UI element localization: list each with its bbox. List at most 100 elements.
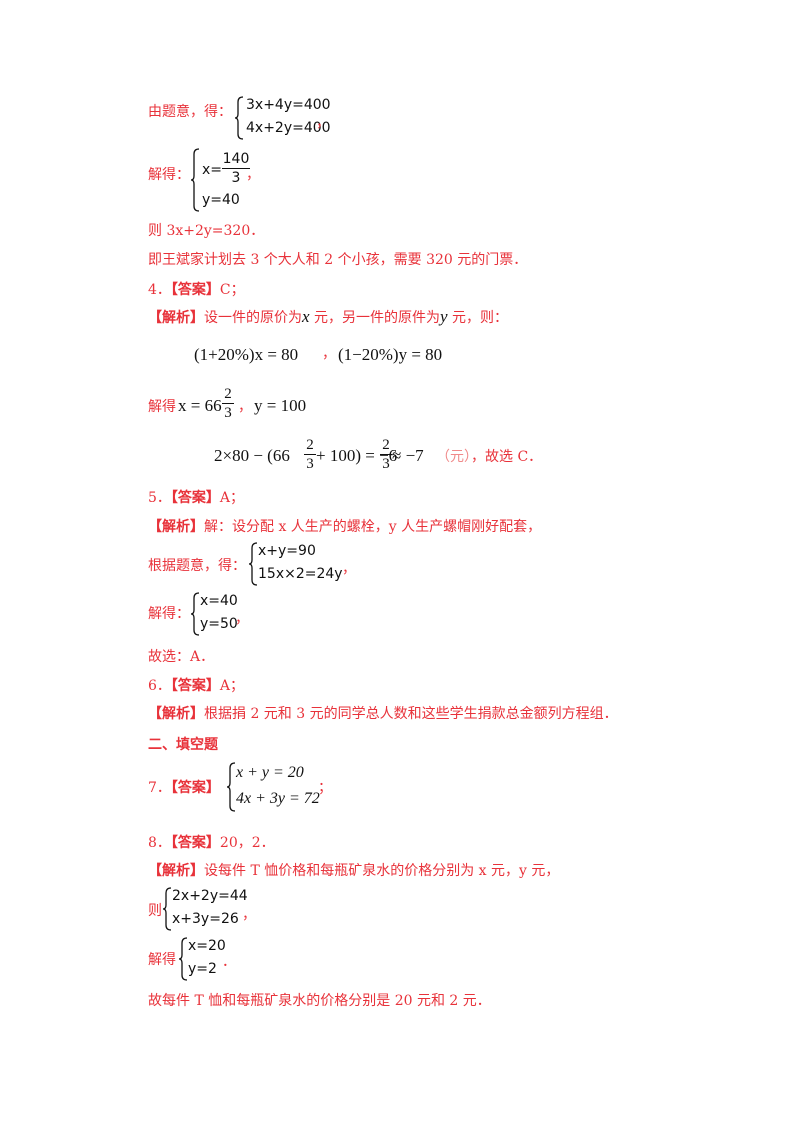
equation-text: 4x + 3y = 72 (236, 790, 320, 807)
brace-icon (178, 937, 188, 981)
question-6-answer: 6．【答案】A； (148, 677, 244, 695)
question-number: 6． (148, 678, 171, 694)
equation-line: y=2 (188, 961, 217, 977)
text-line: 则 3x+2y=320． (148, 223, 265, 239)
system-label-8: 则 (148, 903, 162, 919)
solve-y: y = 100 (254, 396, 307, 415)
section-heading: 二、填空题 (148, 737, 218, 753)
numerator: 2 (306, 437, 314, 453)
fraction-bar (222, 168, 250, 169)
equation-text: x + y = 20 (236, 764, 304, 781)
answer-tag: 【答案】 (170, 282, 220, 298)
analysis-text: 元，则： (447, 310, 508, 326)
punctuation: ， (246, 167, 260, 183)
fraction: 2 3 (304, 437, 316, 472)
numerator: 2 (224, 386, 232, 402)
punctuation: ， (235, 611, 249, 627)
answer-value: A； (219, 678, 245, 694)
question-5-answer: 5．【答案】A； (148, 489, 244, 507)
brace-icon (248, 542, 258, 586)
equation-line: y=50 (200, 616, 238, 632)
answer-value: 20，2． (219, 835, 275, 851)
punctuation: ； (318, 780, 332, 796)
equation-b: (1−20%)y = 80 (338, 345, 443, 364)
punctuation: ， (342, 561, 356, 577)
conclusion-text: 故每件 T 恤和每瓶矿泉水的价格分别是 20 元和 2 元． (148, 993, 491, 1009)
solution-label-8: 解得 (148, 952, 176, 968)
solution-system-5: x=40 y=50 (190, 592, 250, 636)
brace-icon (226, 762, 236, 812)
question-4-analysis: 【解析】设一件的原价为x 元，另一件的原件为y 元，则： (148, 308, 508, 327)
answer-value: A； (219, 490, 245, 506)
equation-line: x= (202, 162, 223, 178)
punctuation: ， (238, 399, 252, 415)
fraction-bar (222, 403, 234, 404)
analysis-text: 解：设分配 x 人生产的螺栓，y 人生产螺帽刚好配套， (204, 519, 542, 535)
answer-value: C； (219, 282, 245, 298)
solve-label: 解得 (148, 399, 176, 415)
answer-tag: 【答案】 (170, 490, 220, 506)
question-8-answer: 8．【答案】20，2． (148, 834, 275, 852)
equation-line: 15x×2=24y (258, 566, 343, 582)
equation-a: (1+20%)x = 80 (194, 345, 299, 364)
analysis-tag: 【解析】 (148, 706, 204, 722)
punctuation: ， (316, 115, 330, 131)
brace-icon (234, 96, 244, 140)
system-label-1: 由题意，得： (148, 104, 232, 120)
equation-line: x=20 (188, 938, 226, 954)
question-number: 5． (148, 490, 171, 506)
equation-line: y=40 (202, 192, 240, 208)
solution-system-8: x=20 y=2 (178, 937, 238, 981)
denominator: 3 (382, 456, 390, 472)
question-number: 7． (148, 780, 171, 796)
variable: y (440, 307, 448, 326)
analysis-tag: 【解析】 (148, 863, 204, 879)
denominator: 3 (224, 405, 232, 421)
denominator: 3 (306, 456, 314, 472)
calc-part: 2×80 − (66 (214, 446, 290, 465)
punctuation: ． (222, 954, 236, 970)
brace-icon (162, 887, 172, 931)
equation-line: 2x+2y=44 (172, 888, 248, 904)
question-8-analysis: 【解析】设每件 T 恤价格和每瓶矿泉水的价格分别为 x 元，y 元， (148, 862, 559, 880)
question-number: 8． (148, 835, 171, 851)
analysis-tag: 【解析】 (148, 310, 204, 326)
question-number: 4． (148, 282, 171, 298)
equation-line: 4x + 3y = 72 (236, 790, 320, 808)
question-7-answer: 7．【答案】 (148, 779, 220, 797)
solution-label-1: 解得： (148, 167, 190, 183)
analysis-text: 根据捐 2 元和 3 元的同学总人数和这些学生捐款总金额列方程组． (204, 706, 618, 722)
punctuation: ， (242, 907, 256, 923)
equation-line: x + y = 20 (236, 764, 304, 782)
fraction-bar (380, 454, 392, 455)
calc-part: ≈ −7 (392, 446, 424, 465)
equation-system-7: x + y = 20 4x + 3y = 72 (226, 762, 336, 812)
answer-tag: 【答案】 (170, 780, 220, 796)
fraction: 140 3 (222, 151, 250, 186)
calc-part: + 100) = −6 (316, 446, 398, 465)
numerator: 2 (382, 437, 390, 453)
text-line: 即王斌家计划去 3 个大人和 2 个小孩，需要 320 元的门票． (148, 252, 528, 268)
punctuation: ， (322, 346, 336, 362)
calc-conclusion: ，故选 C． (471, 449, 543, 465)
answer-tag: 【答案】 (170, 678, 220, 694)
equation-system-1: 3x+4y=400 4x+2y=400 (234, 96, 334, 140)
analysis-tag: 【解析】 (148, 519, 204, 535)
numerator: 140 (222, 151, 250, 167)
solution-system-1: x= 140 3 y=40 (190, 148, 270, 212)
calc-tail: （元），故选 C． (436, 448, 542, 466)
question-4-answer: 4．【答案】C； (148, 281, 245, 299)
solve-x: x = 66 (178, 396, 222, 415)
equation-line: x+y=90 (258, 543, 316, 559)
question-6-analysis: 【解析】根据捐 2 元和 3 元的同学总人数和这些学生捐款总金额列方程组． (148, 705, 618, 723)
fraction: 2 3 (380, 437, 392, 472)
analysis-text: 元，另一件的原件为 (309, 310, 440, 326)
answer-tag: 【答案】 (170, 835, 220, 851)
solution-label-5: 解得： (148, 606, 190, 622)
equation-system-8: 2x+2y=44 x+3y=26 (162, 887, 262, 931)
fraction-bar (304, 454, 316, 455)
analysis-text: 设每件 T 恤价格和每瓶矿泉水的价格分别为 x 元，y 元， (204, 863, 560, 879)
equation-line: x+3y=26 (172, 911, 239, 927)
system-label-5: 根据题意，得： (148, 558, 246, 574)
unit-text: （元） (436, 449, 471, 465)
